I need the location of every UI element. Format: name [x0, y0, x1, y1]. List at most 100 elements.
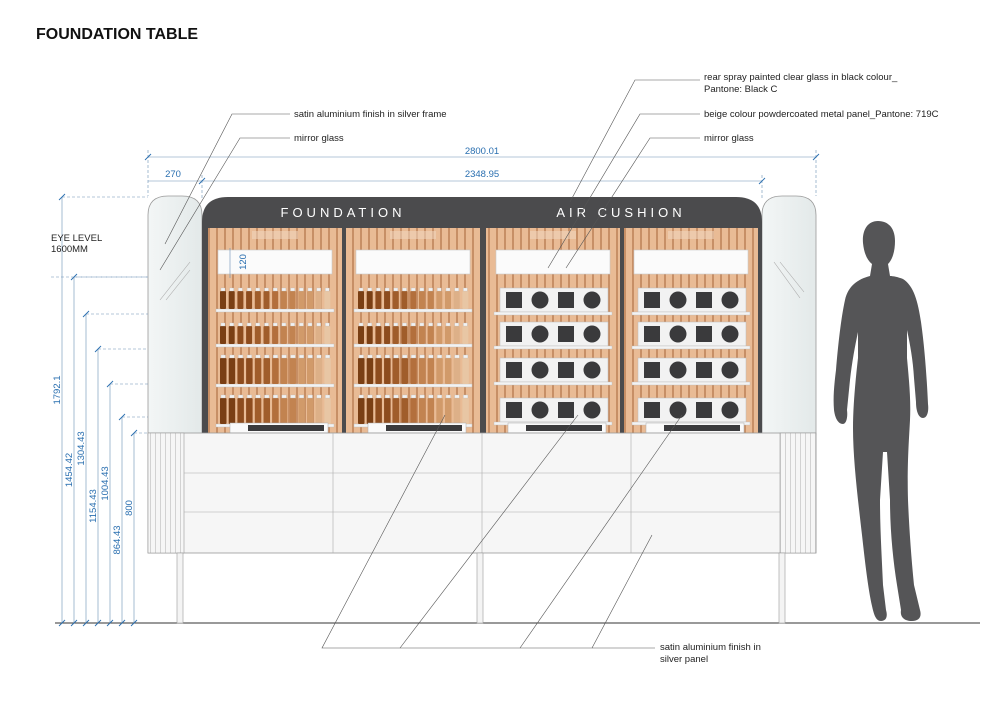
bottle-cap	[255, 394, 261, 399]
glass-shelf	[631, 345, 751, 350]
bottle-cap	[393, 287, 398, 292]
lightbox-panel	[355, 249, 471, 275]
height-dim-label: 864.43	[112, 525, 123, 554]
foundation-bottle	[228, 398, 236, 424]
foundation-bottle	[427, 291, 434, 309]
foundation-bottle	[462, 291, 469, 309]
foundation-bottle	[220, 398, 227, 424]
bottle-cap	[454, 354, 460, 359]
bay-3	[493, 231, 613, 434]
foundation-bottle	[462, 358, 469, 384]
foundation-bottle	[254, 398, 262, 424]
bottle-cap	[273, 322, 278, 327]
bottle-cap	[384, 322, 390, 327]
glass-shelf	[631, 311, 751, 316]
foundation-bottle	[237, 326, 244, 344]
bottle-cap	[273, 354, 278, 359]
square-compact	[696, 402, 712, 418]
height-dim-tick	[58, 619, 66, 627]
bottle-cap	[264, 287, 269, 292]
bottle-cap	[402, 322, 407, 327]
overall-width-label: 2800.01	[465, 146, 499, 157]
bottle-cap	[281, 322, 287, 327]
bottle-cap	[290, 322, 295, 327]
foundation-bottle	[228, 291, 235, 309]
round-compact	[583, 325, 601, 343]
bottle-cap	[384, 354, 390, 359]
foundation-bottle	[401, 398, 408, 424]
round-compact	[583, 291, 601, 309]
bottle-cap	[307, 354, 313, 359]
bottle-cap	[281, 354, 287, 359]
foundation-bottle	[254, 358, 262, 384]
foundation-bottle	[289, 326, 296, 344]
foundation-bottle	[228, 326, 235, 344]
foundation-bottle	[272, 326, 279, 344]
bottle-cap	[229, 322, 234, 327]
foundation-bottle	[272, 291, 279, 309]
bay-1	[215, 231, 335, 434]
height-dim-tick	[130, 429, 138, 437]
square-compact	[696, 292, 712, 308]
bottle-cap	[367, 394, 373, 399]
lightbox-panel	[217, 249, 333, 275]
foundation-bottle	[280, 326, 287, 344]
foundation-bottle	[358, 326, 364, 344]
foundation-bottle	[462, 326, 469, 344]
round-compact	[531, 361, 549, 379]
bottle-cap	[290, 287, 295, 292]
foundation-bottle	[237, 398, 244, 424]
glass-shelf	[353, 308, 473, 313]
bottle-cap	[428, 287, 433, 292]
foundation-bottle	[289, 358, 297, 384]
foundation-bottle	[289, 291, 296, 309]
round-compact	[721, 361, 739, 379]
foundation-bottle	[427, 326, 434, 344]
lightbox-panel	[495, 249, 611, 275]
round-compact	[531, 291, 549, 309]
square-compact	[558, 292, 574, 308]
right-mirror-tower	[761, 195, 817, 436]
bottle-cap	[246, 394, 252, 399]
foundation-bottle	[220, 326, 226, 344]
foundation-bottle	[315, 398, 323, 424]
bottle-cap	[393, 354, 399, 359]
foundation-bottle	[324, 326, 331, 344]
bottle-cap	[437, 322, 442, 327]
height-dim-label: 1454.42	[64, 453, 75, 487]
bottle-cap	[299, 287, 304, 292]
foundation-bottle	[298, 326, 305, 344]
height-dim-label: 1004.43	[100, 466, 111, 500]
foundation-bottle	[263, 358, 270, 384]
bottle-cap	[454, 394, 460, 399]
foundation-bottle	[392, 291, 399, 309]
bottle-cap	[220, 287, 226, 292]
foundation-bottle	[384, 398, 391, 424]
foundation-bottle	[401, 358, 408, 384]
bottle-cap	[316, 322, 321, 327]
round-compact	[669, 325, 687, 343]
foundation-bottle	[445, 398, 452, 424]
foundation-bottle	[418, 358, 426, 384]
foundation-bottle	[246, 358, 253, 384]
foundation-bottle	[358, 291, 364, 309]
foundation-bottle	[375, 326, 382, 344]
foundation-bottle	[445, 291, 451, 309]
callout-beige-panel: beige colour powdercoated metal panel_Pa…	[704, 109, 939, 120]
bottle-cap	[264, 394, 270, 399]
bottle-cap	[238, 394, 244, 399]
height-dim-label: 1792.1	[52, 375, 63, 404]
bottle-cap	[358, 394, 364, 399]
foundation-bottle	[375, 358, 382, 384]
glass-shelf	[493, 381, 613, 386]
bottle-cap	[402, 394, 408, 399]
foundation-bottle	[298, 358, 305, 384]
glass-shelf	[215, 308, 335, 313]
square-compact	[506, 326, 522, 342]
square-compact	[644, 326, 660, 342]
round-compact	[583, 361, 601, 379]
bottle-cap	[273, 394, 278, 399]
bottle-cap	[299, 354, 304, 359]
lightbox-panel	[633, 249, 749, 275]
